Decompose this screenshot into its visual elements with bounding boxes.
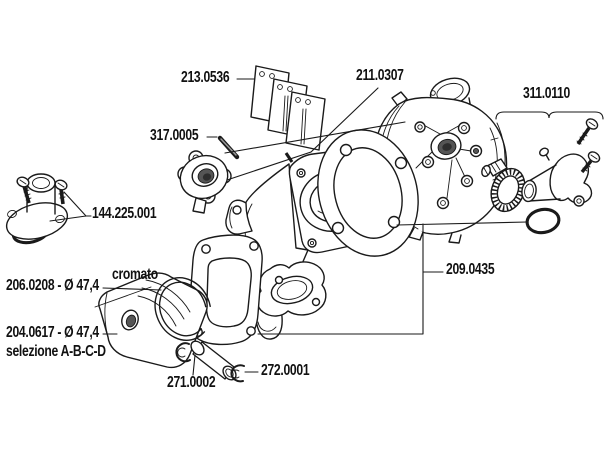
label-cylinder-head: 211.0307 [356,67,404,84]
bolt-drawing [576,118,601,174]
reed-valve-block-drawing [177,150,232,214]
water-outlet-kit-drawing [481,118,601,235]
label-water-outlet-kit: 311.0110 [523,85,570,102]
label-piston: 204.0617 - Ø 47,4 [6,324,99,341]
leader-lines [49,78,604,376]
water-union-drawing [521,147,593,207]
label-reed-pin: 317.0005 [150,127,199,144]
intake-manifold-drawing [5,173,69,245]
piston-drawing [94,272,208,369]
o-ring-drawing [525,207,561,235]
reed-pin-drawing [217,135,240,160]
circlip-drawing [175,342,245,383]
head-gasket-drawing [317,129,419,257]
reed-petals-drawing [250,65,326,151]
label-piston-pin: 271.0002 [167,374,216,391]
label-reed-petals: 213.0536 [181,69,230,86]
gasket-set-bracket [257,221,528,335]
label-intake-manifold: 144.225.001 [92,205,157,222]
water-kit-brace [495,111,604,120]
label-piston-ring-note: cromato [112,266,158,283]
piston-ring-drawing [154,277,212,341]
label-circlip: 272.0001 [261,362,310,379]
label-piston-ring: 206.0208 - Ø 47,4 [6,277,99,294]
label-piston-note: selezione A-B-C-D [6,343,106,360]
label-gasket-set: 209.0435 [446,261,495,278]
